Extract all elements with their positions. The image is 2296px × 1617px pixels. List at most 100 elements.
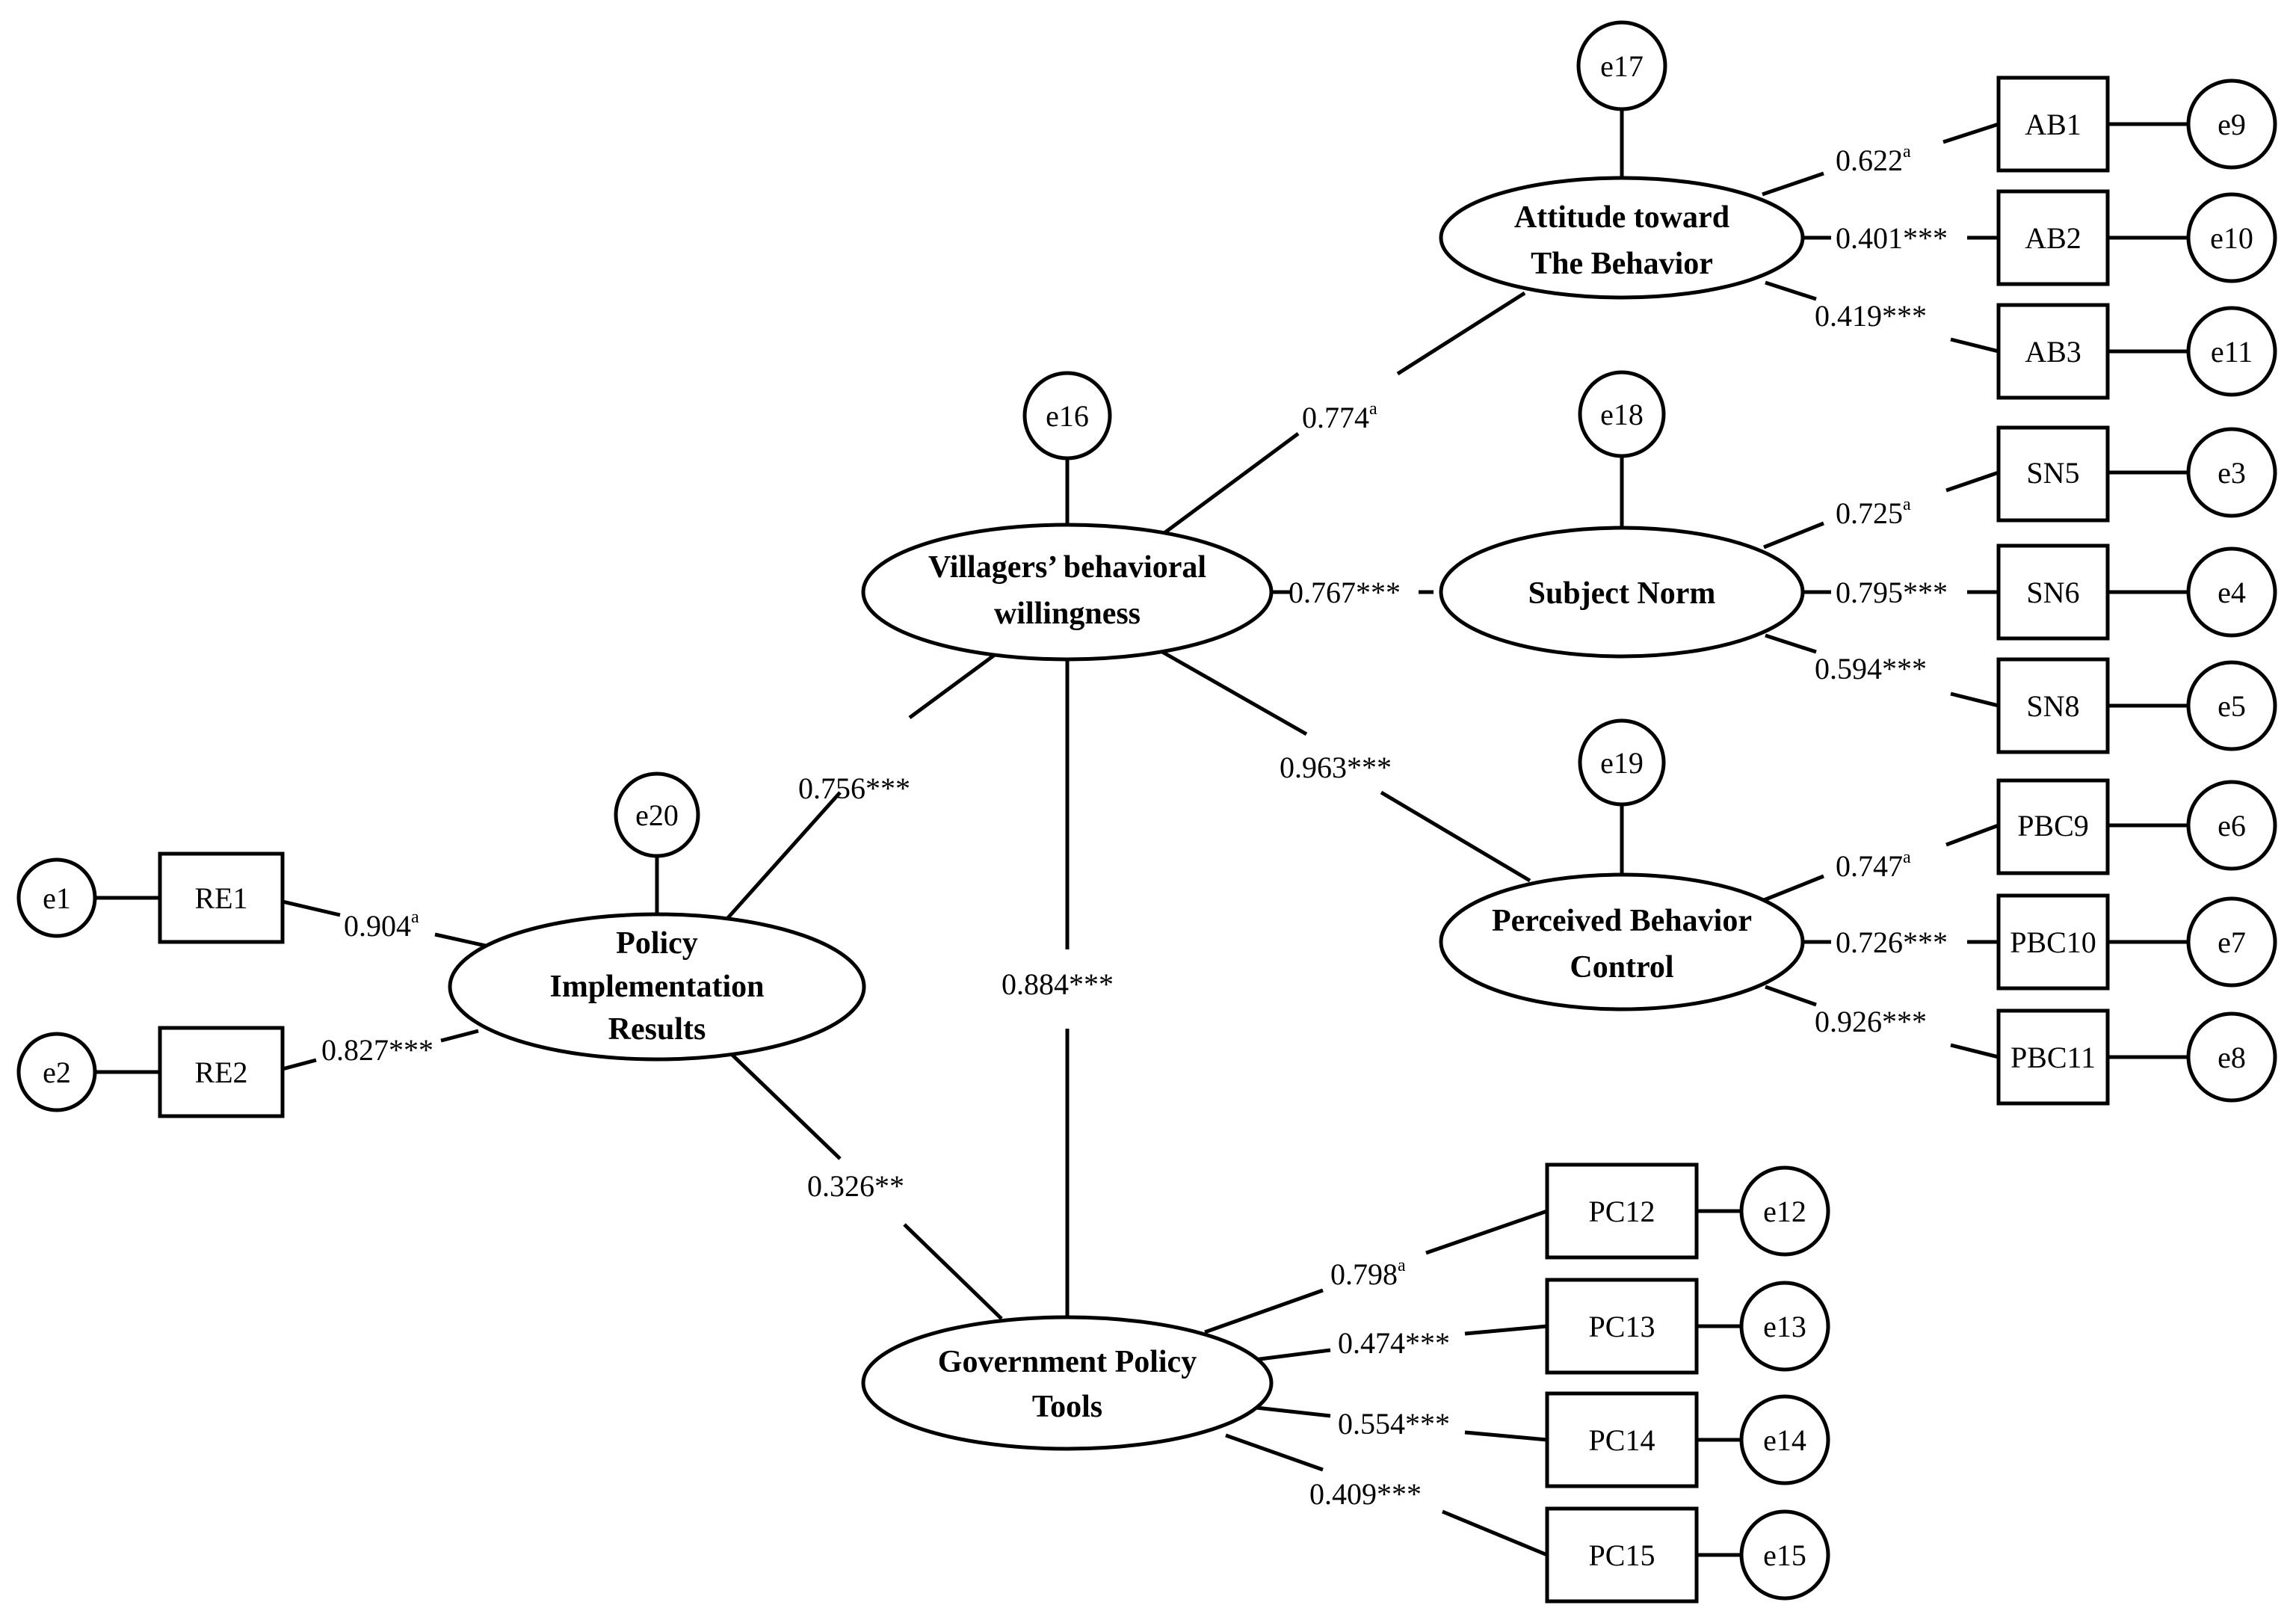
path-coef-SN6: 0.795*** <box>1836 576 1948 609</box>
path-coef-SN5: 0.725a <box>1836 495 1911 530</box>
error-e1: e1 <box>16 857 97 938</box>
edge-pir-gpt <box>718 1041 842 1160</box>
svg-text:e11: e11 <box>2211 335 2253 369</box>
edge-gpt-PC15-b <box>1442 1509 1548 1557</box>
svg-text:e10: e10 <box>2210 221 2253 255</box>
path-coef-vbw-gpt: 0.884*** <box>1002 967 1114 1001</box>
svg-text:Policy: Policy <box>616 926 698 961</box>
path-coef-AB2: 0.401*** <box>1836 221 1948 255</box>
error-e13: e13 <box>1739 1281 1830 1372</box>
edge-pbc-PBC11-b <box>1950 1043 1999 1059</box>
edge-atb-AB1 <box>1762 171 1824 197</box>
path-coef-SN8: 0.594*** <box>1815 652 1927 686</box>
error-e11: e11 <box>2186 306 2277 397</box>
error-e3: e3 <box>2186 427 2277 518</box>
path-coef-RE2: 0.827*** <box>321 1033 433 1067</box>
diagram-edges <box>95 109 2188 1557</box>
svg-text:e17: e17 <box>1600 49 1644 83</box>
path-coef-AB3: 0.419*** <box>1815 299 1927 333</box>
svg-text:e2: e2 <box>43 1056 71 1089</box>
latent-pir: Policy Implementation Results <box>448 912 866 1062</box>
indicator-AB2: AB2 <box>1996 189 2110 286</box>
indicator-RE1: RE1 <box>158 851 285 944</box>
svg-text:e5: e5 <box>2218 689 2246 723</box>
edge-RE2-pir <box>282 1058 317 1071</box>
path-coef-vbw-pbc: 0.963*** <box>1280 751 1392 784</box>
svg-text:e7: e7 <box>2218 925 2246 959</box>
svg-text:AB3: AB3 <box>2025 335 2081 369</box>
edge-RE1-pir <box>282 899 341 917</box>
svg-text:SN8: SN8 <box>2026 689 2079 723</box>
svg-text:PBC11: PBC11 <box>2010 1041 2096 1074</box>
edge-gpt-PC14 <box>1249 1405 1331 1418</box>
svg-text:The Behavior: The Behavior <box>1531 247 1713 281</box>
svg-text:e3: e3 <box>2218 456 2246 490</box>
svg-text:Perceived Behavior: Perceived Behavior <box>1492 904 1752 938</box>
edge-gpt-PC14-b <box>1464 1430 1548 1442</box>
svg-text:Subject Norm: Subject Norm <box>1528 576 1716 611</box>
indicator-PC15: PC15 <box>1545 1506 1699 1604</box>
path-coef-PC12: 0.798a <box>1330 1256 1406 1291</box>
error-e16: e16 <box>1022 371 1112 461</box>
svg-text:e1: e1 <box>43 881 71 915</box>
error-e12: e12 <box>1739 1165 1830 1257</box>
svg-text:Control: Control <box>1570 950 1673 985</box>
edge-sn-SN8 <box>1765 633 1817 654</box>
svg-text:AB2: AB2 <box>2025 221 2081 255</box>
svg-text:Tools: Tools <box>1032 1390 1102 1424</box>
latent-atb: Attitude toward The Behavior <box>1439 176 1805 300</box>
edge-pir-gpt-b <box>903 1223 1003 1320</box>
svg-text:PC12: PC12 <box>1589 1195 1655 1228</box>
svg-text:e8: e8 <box>2218 1041 2246 1074</box>
svg-text:Attitude toward: Attitude toward <box>1514 200 1729 235</box>
indicator-SN5: SN5 <box>1996 425 2110 523</box>
svg-text:e9: e9 <box>2218 108 2246 141</box>
path-coef-PBC11: 0.926*** <box>1815 1005 1927 1038</box>
path-coef-PBC10: 0.726*** <box>1836 925 1948 959</box>
indicator-PC14: PC14 <box>1545 1391 1699 1488</box>
edge-vbw-pbc-b <box>1380 790 1531 883</box>
svg-text:e14: e14 <box>1763 1423 1806 1457</box>
svg-text:PBC10: PBC10 <box>2010 925 2096 959</box>
edge-atb-AB1-b <box>1942 122 1999 144</box>
svg-text:e13: e13 <box>1763 1310 1806 1343</box>
error-e5: e5 <box>2186 660 2277 751</box>
path-coef-PC14: 0.554*** <box>1338 1407 1450 1441</box>
edge-gpt-PC13 <box>1247 1348 1331 1363</box>
edge-atb-AB3 <box>1765 280 1817 301</box>
error-e9: e9 <box>2186 78 2277 170</box>
svg-text:e4: e4 <box>2218 576 2246 609</box>
svg-text:e12: e12 <box>1763 1195 1806 1228</box>
edge-pbc-PBC9 <box>1763 874 1824 902</box>
indicator-RE2: RE2 <box>158 1026 285 1118</box>
indicator-AB1: AB1 <box>1996 76 2110 173</box>
path-coef-pir-gpt: 0.326** <box>807 1169 904 1203</box>
edge-RE2-pir-b <box>440 1029 479 1043</box>
path-coef-pir-vbw: 0.756*** <box>798 771 910 805</box>
latent-pbc: Perceived Behavior Control <box>1439 872 1805 1011</box>
svg-text:PC14: PC14 <box>1589 1423 1655 1457</box>
svg-text:SN5: SN5 <box>2026 456 2079 490</box>
edge-pbc-PBC11 <box>1765 985 1817 1007</box>
error-e20: e20 <box>614 771 700 858</box>
indicator-SN8: SN8 <box>1996 657 2110 754</box>
indicator-PBC10: PBC10 <box>1996 893 2110 991</box>
edge-pir-vbw <box>718 791 842 928</box>
path-coef-vbw-sn: 0.767*** <box>1289 576 1401 609</box>
latent-sn: Subject Norm <box>1439 526 1805 659</box>
svg-text:SN6: SN6 <box>2026 576 2079 609</box>
error-e10: e10 <box>2186 192 2277 283</box>
error-e19: e19 <box>1578 718 1666 807</box>
svg-text:RE2: RE2 <box>194 1056 247 1089</box>
path-coef-PC13: 0.474*** <box>1338 1326 1450 1360</box>
svg-text:e18: e18 <box>1600 398 1644 431</box>
edge-gpt-PC12-b <box>1425 1209 1548 1255</box>
path-coef-vbw-atb: 0.774a <box>1302 399 1377 434</box>
error-e4: e4 <box>2186 546 2277 638</box>
edge-sn-SN5 <box>1763 521 1824 549</box>
error-e8: e8 <box>2186 1011 2277 1103</box>
svg-text:e20: e20 <box>635 798 679 832</box>
error-e6: e6 <box>2186 780 2277 871</box>
edge-gpt-PC15 <box>1225 1433 1324 1472</box>
